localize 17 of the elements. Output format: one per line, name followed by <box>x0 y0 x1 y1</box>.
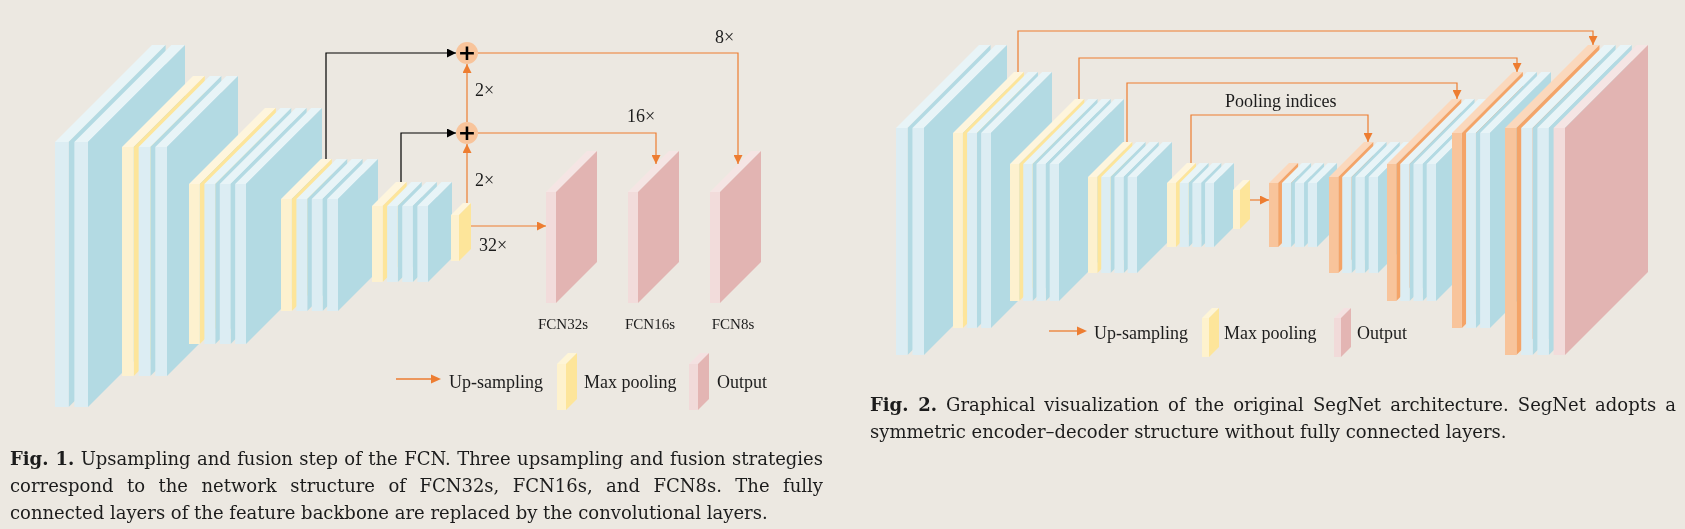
figure-caption: Fig. 1. Upsampling and fusion step of the FCN. Three upsampling and fusion strategies correspond to the network structure of FCN32s, FCN16s, and FCN8s. The fully connected layers of the feature backbone are replaced by the convolutional layers. <box>10 447 823 525</box>
edge-label: 8× <box>715 26 735 48</box>
output-label: FCN16s <box>625 315 675 334</box>
figure-caption: Fig. 2. Graphical visualization of the original SegNet architecture. SegNet adopts a symmetric encoder–decoder structure without fully connected layers. <box>870 393 1676 444</box>
edge-label: 2× <box>475 79 495 101</box>
edge-label: 32× <box>479 234 508 256</box>
legend-label: Output <box>717 371 767 393</box>
annotation-label: Pooling indices <box>1225 90 1337 112</box>
legend-label: Max pooling <box>584 371 677 393</box>
legend-label: Max pooling <box>1224 322 1317 344</box>
edge-label: 2× <box>475 169 495 191</box>
output-label: FCN32s <box>538 315 588 334</box>
edge-label: 16× <box>627 105 656 127</box>
legend-label: Output <box>1357 322 1407 344</box>
output-label: FCN8s <box>711 315 755 334</box>
legend-label: Up-sampling <box>1094 322 1188 344</box>
legend-label: Up-sampling <box>449 371 543 393</box>
